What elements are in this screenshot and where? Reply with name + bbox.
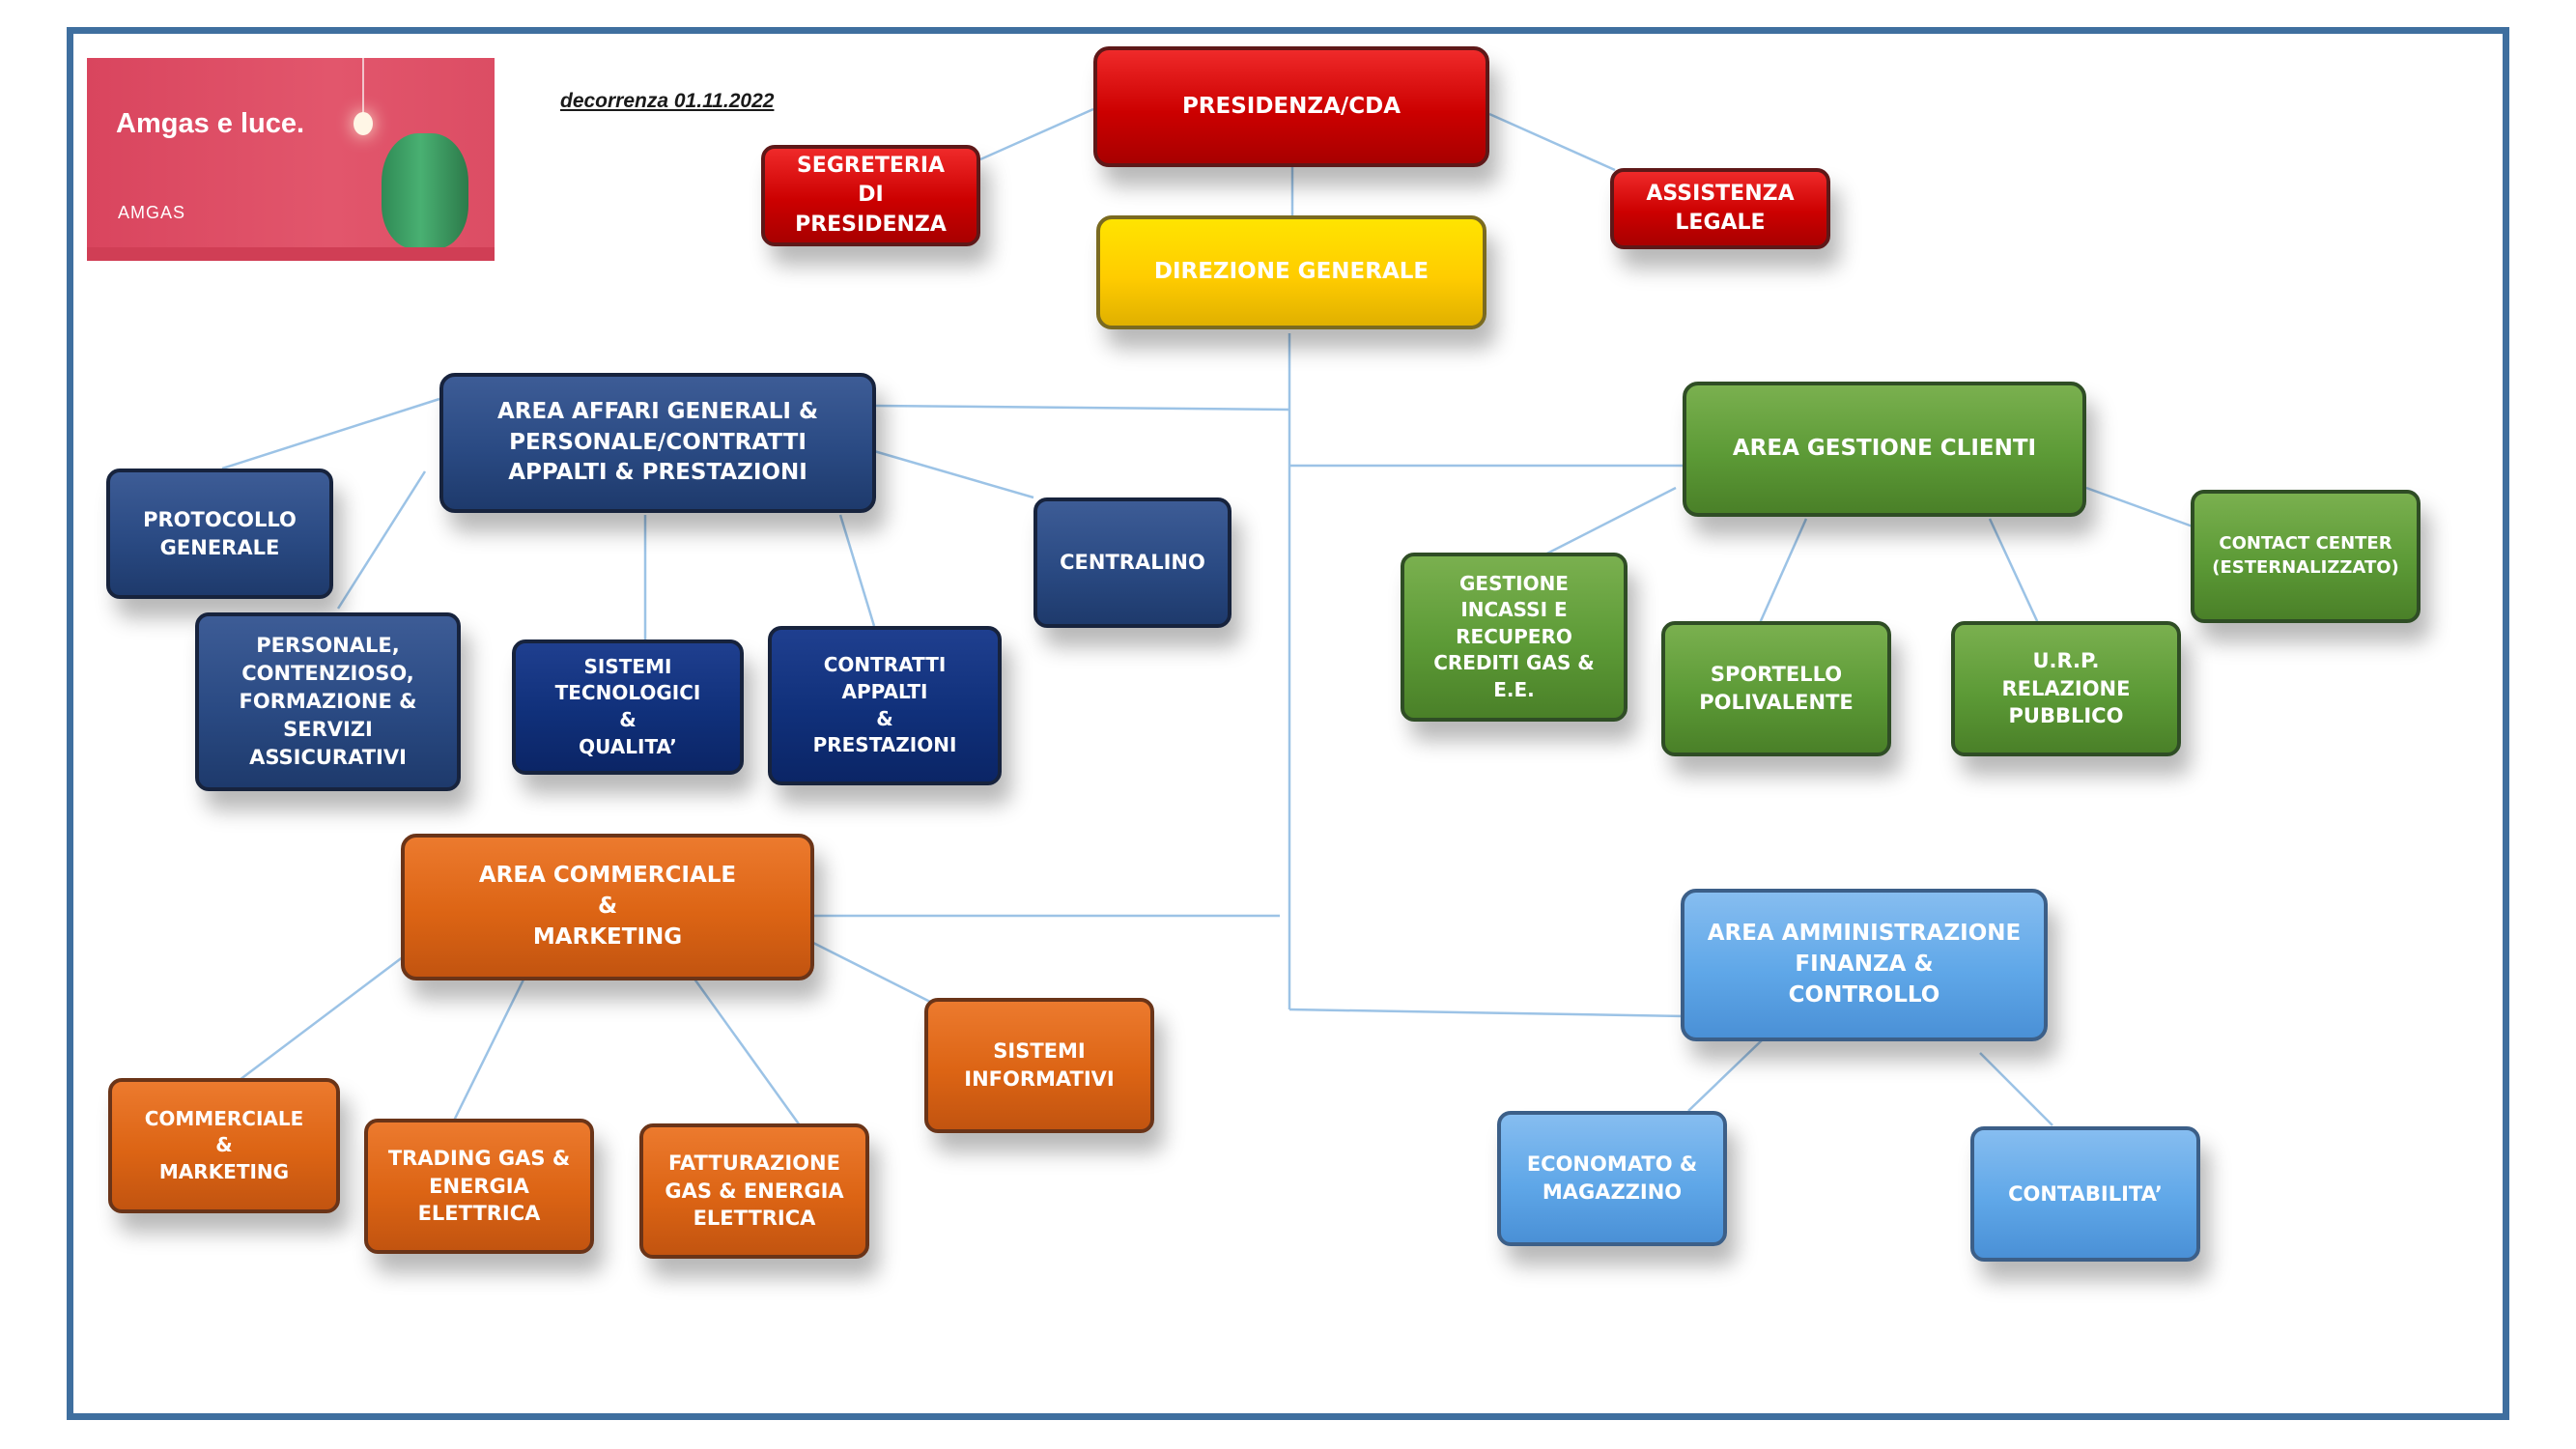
lightbulb-icon xyxy=(362,58,364,116)
node-area-commerciale-marketing: AREA COMMERCIALE & MARKETING xyxy=(401,834,814,980)
node-contratti-appalti: CONTRATTI APPALTI & PRESTAZIONI xyxy=(768,626,1002,785)
piggy-bank-icon xyxy=(382,133,468,249)
effective-date-label: decorrenza 01.11.2022 xyxy=(560,90,775,112)
connector-trunk-amministrazione xyxy=(1288,1008,1686,1018)
node-sistemi-tecnologici: SISTEMI TECNOLOGICI & QUALITA’ xyxy=(512,639,744,775)
shelf xyxy=(87,247,495,261)
node-assistenza-legale: ASSISTENZA LEGALE xyxy=(1610,168,1830,249)
connector-affari-protocollo xyxy=(221,397,440,470)
node-area-gestione-clienti: AREA GESTIONE CLIENTI xyxy=(1683,382,2086,517)
node-segreteria-presidenza: SEGRETERIA DI PRESIDENZA xyxy=(761,145,980,246)
lightbulb-glow xyxy=(354,112,373,135)
node-centralino: CENTRALINO xyxy=(1033,497,1231,628)
node-fatturazione-gas-energia: FATTURAZIONE GAS & ENERGIA ELETTRICA xyxy=(639,1123,869,1259)
connector-clienti-sportello xyxy=(1758,518,1808,624)
connector-affari-contratti xyxy=(838,514,876,627)
node-sportello-polivalente: SPORTELLO POLIVALENTE xyxy=(1661,621,1891,756)
node-personale-contenzioso: PERSONALE, CONTENZIOSO, FORMAZIONE & SER… xyxy=(195,612,461,791)
connector-trunk-affari xyxy=(873,404,1290,412)
node-area-amministrazione: AREA AMMINISTRAZIONE FINANZA & CONTROLLO xyxy=(1681,889,2048,1041)
logo-brand: AMGAS xyxy=(118,203,186,222)
connector-comm-commerciale xyxy=(239,955,405,1081)
connector-clienti-urp xyxy=(1988,518,2040,624)
node-direzione-generale: DIREZIONE GENERALE xyxy=(1096,215,1486,329)
connector-comm-fatturazione xyxy=(692,977,802,1126)
connector-pres-assistenza xyxy=(1488,112,1616,172)
node-presidenza-cda: PRESIDENZA/CDA xyxy=(1093,46,1489,167)
node-trading-gas-energia: TRADING GAS & ENERGIA ELETTRICA xyxy=(364,1119,594,1254)
node-protocollo-generale: PROTOCOLLO GENERALE xyxy=(106,469,333,599)
connector-amm-contabilita xyxy=(1979,1052,2053,1126)
connector-amm-economato xyxy=(1687,1038,1764,1112)
node-commerciale-marketing: COMMERCIALE & MARKETING xyxy=(108,1078,340,1213)
connector-clienti-incassi xyxy=(1533,486,1677,562)
amgas-logo-image: Amgas e luce. AMGAS xyxy=(87,58,495,261)
node-urp-relazione-pubblico: U.R.P. RELAZIONE PUBBLICO xyxy=(1951,621,2181,756)
logo-tagline: Amgas e luce. xyxy=(116,108,305,139)
node-gestione-incassi: GESTIONE INCASSI E RECUPERO CREDITI GAS … xyxy=(1401,553,1628,722)
connector-comm-trading xyxy=(452,977,526,1122)
connector-pres-segreteria xyxy=(979,107,1094,161)
node-contact-center: CONTACT CENTER (ESTERNALIZZATO) xyxy=(2191,490,2420,623)
node-contabilita: CONTABILITA’ xyxy=(1970,1126,2200,1262)
connector-clienti-contact xyxy=(2085,486,2194,528)
connector-affari-personale xyxy=(336,470,427,610)
node-sistemi-informativi: SISTEMI INFORMATIVI xyxy=(924,998,1154,1133)
node-area-affari-generali: AREA AFFARI GENERALI & PERSONALE/CONTRAT… xyxy=(439,373,876,513)
connector-comm-sistemi xyxy=(810,940,933,1005)
node-economato-magazzino: ECONOMATO & MAGAZZINO xyxy=(1497,1111,1727,1246)
connector-affari-centralino xyxy=(873,449,1034,499)
